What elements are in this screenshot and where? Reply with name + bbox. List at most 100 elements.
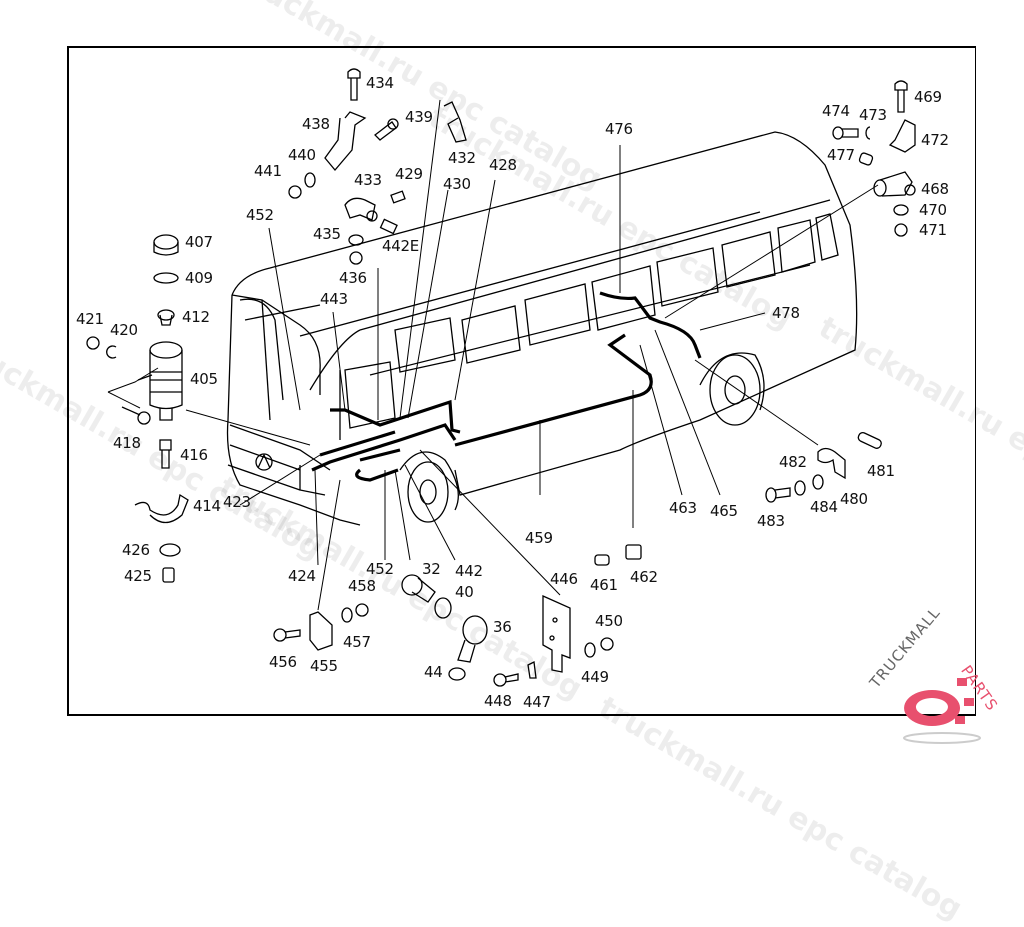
part-label-434[interactable]: 434	[366, 76, 394, 91]
part-label-471[interactable]: 471	[919, 223, 947, 238]
leader-lines	[108, 100, 878, 610]
part-label-457[interactable]: 457	[343, 635, 371, 650]
part-label-484[interactable]: 484	[810, 500, 838, 515]
bolt-418-icon	[122, 407, 150, 424]
part-label-36[interactable]: 36	[493, 620, 512, 635]
part-label-426[interactable]: 426	[122, 543, 150, 558]
part-label-421[interactable]: 421	[76, 312, 104, 327]
washer-435-icon	[349, 235, 363, 245]
part-label-473[interactable]: 473	[859, 108, 887, 123]
part-label-452[interactable]: 452	[246, 208, 274, 223]
part-label-44[interactable]: 44	[424, 665, 443, 680]
part-label-420[interactable]: 420	[110, 323, 138, 338]
bracket-472-icon	[890, 120, 915, 152]
clip-447-icon	[528, 662, 536, 678]
clip-432-icon	[444, 102, 466, 142]
part-label-424[interactable]: 424	[288, 569, 316, 584]
part-label-461[interactable]: 461	[590, 578, 618, 593]
clip-420-icon	[107, 346, 116, 358]
part-label-429[interactable]: 429	[395, 167, 423, 182]
clamp-414-icon	[135, 495, 188, 523]
plate-446-icon	[543, 596, 570, 672]
part-label-433[interactable]: 433	[354, 173, 382, 188]
grommet-426-icon	[160, 544, 180, 556]
bolt-483-icon	[766, 488, 790, 502]
banjo-36-icon	[458, 616, 487, 662]
part-label-32[interactable]: 32	[422, 562, 441, 577]
part-label-439[interactable]: 439	[405, 110, 433, 125]
nut-425-icon	[163, 568, 174, 582]
part-label-409[interactable]: 409	[185, 271, 213, 286]
part-label-452-lower[interactable]: 452	[366, 562, 394, 577]
fitting-477-icon	[859, 152, 874, 166]
part-label-447[interactable]: 447	[523, 695, 551, 710]
part-label-449[interactable]: 449	[581, 670, 609, 685]
part-label-459[interactable]: 459	[525, 531, 553, 546]
washer-484b-icon	[813, 475, 823, 489]
part-label-443[interactable]: 443	[320, 292, 348, 307]
part-label-456[interactable]: 456	[269, 655, 297, 670]
bolt-469-icon	[895, 81, 907, 112]
part-label-469[interactable]: 469	[914, 90, 942, 105]
part-label-458[interactable]: 458	[348, 579, 376, 594]
tee-468-icon	[874, 172, 915, 196]
part-label-407[interactable]: 407	[185, 235, 213, 250]
clamp-482-icon	[818, 449, 845, 479]
washer-457-icon	[342, 608, 352, 622]
part-label-463[interactable]: 463	[669, 501, 697, 516]
part-label-455[interactable]: 455	[310, 659, 338, 674]
part-label-478[interactable]: 478	[772, 306, 800, 321]
part-label-432[interactable]: 432	[448, 151, 476, 166]
part-label-423[interactable]: 423	[223, 495, 251, 510]
part-label-482[interactable]: 482	[779, 455, 807, 470]
part-label-40[interactable]: 40	[455, 585, 474, 600]
nut-441-icon	[289, 186, 301, 198]
part-label-428[interactable]: 428	[489, 158, 517, 173]
part-label-416[interactable]: 416	[180, 448, 208, 463]
part-label-483[interactable]: 483	[757, 514, 785, 529]
part-label-446[interactable]: 446	[550, 572, 578, 587]
part-label-440[interactable]: 440	[288, 148, 316, 163]
part-label-448[interactable]: 448	[484, 694, 512, 709]
washer-440-icon	[305, 173, 315, 187]
part-label-481[interactable]: 481	[867, 464, 895, 479]
cap-407-icon	[154, 235, 178, 255]
part-label-442[interactable]: 442	[455, 564, 483, 579]
washer-40-icon	[435, 598, 451, 618]
part-label-480[interactable]: 480	[840, 492, 868, 507]
plug-412-icon	[158, 310, 174, 325]
part-label-474[interactable]: 474	[822, 104, 850, 119]
part-label-476[interactable]: 476	[605, 122, 633, 137]
part-label-472[interactable]: 472	[921, 133, 949, 148]
part-label-438[interactable]: 438	[302, 117, 330, 132]
part-label-470[interactable]: 470	[919, 203, 947, 218]
washer-484a-icon	[795, 481, 805, 495]
part-label-468[interactable]: 468	[921, 182, 949, 197]
part-label-405[interactable]: 405	[190, 372, 218, 387]
fitting-416-icon	[160, 440, 171, 468]
part-label-462[interactable]: 462	[630, 570, 658, 585]
part-label-442E[interactable]: 442E	[382, 239, 419, 254]
part-label-436[interactable]: 436	[339, 271, 367, 286]
bracket-438-icon	[325, 112, 365, 170]
nut-450-icon	[601, 638, 613, 650]
bracket-455-icon	[310, 612, 332, 650]
part-label-425[interactable]: 425	[124, 569, 152, 584]
washer-409-icon	[154, 273, 178, 283]
fitting-461-icon	[595, 555, 609, 565]
part-label-418[interactable]: 418	[113, 436, 141, 451]
part-label-414[interactable]: 414	[193, 499, 221, 514]
fitting-429-icon	[391, 191, 405, 203]
part-label-435[interactable]: 435	[313, 227, 341, 242]
nut-436-icon	[350, 252, 362, 264]
part-label-430[interactable]: 430	[443, 177, 471, 192]
nut-421-icon	[87, 337, 99, 349]
part-label-465[interactable]: 465	[710, 504, 738, 519]
part-label-412[interactable]: 412	[182, 310, 210, 325]
bolt-474-icon	[833, 127, 858, 139]
part-label-450[interactable]: 450	[595, 614, 623, 629]
tee-433-icon	[345, 198, 377, 221]
part-label-441[interactable]: 441	[254, 164, 282, 179]
banjo-bolt-32-icon	[402, 575, 435, 602]
part-label-477[interactable]: 477	[827, 148, 855, 163]
